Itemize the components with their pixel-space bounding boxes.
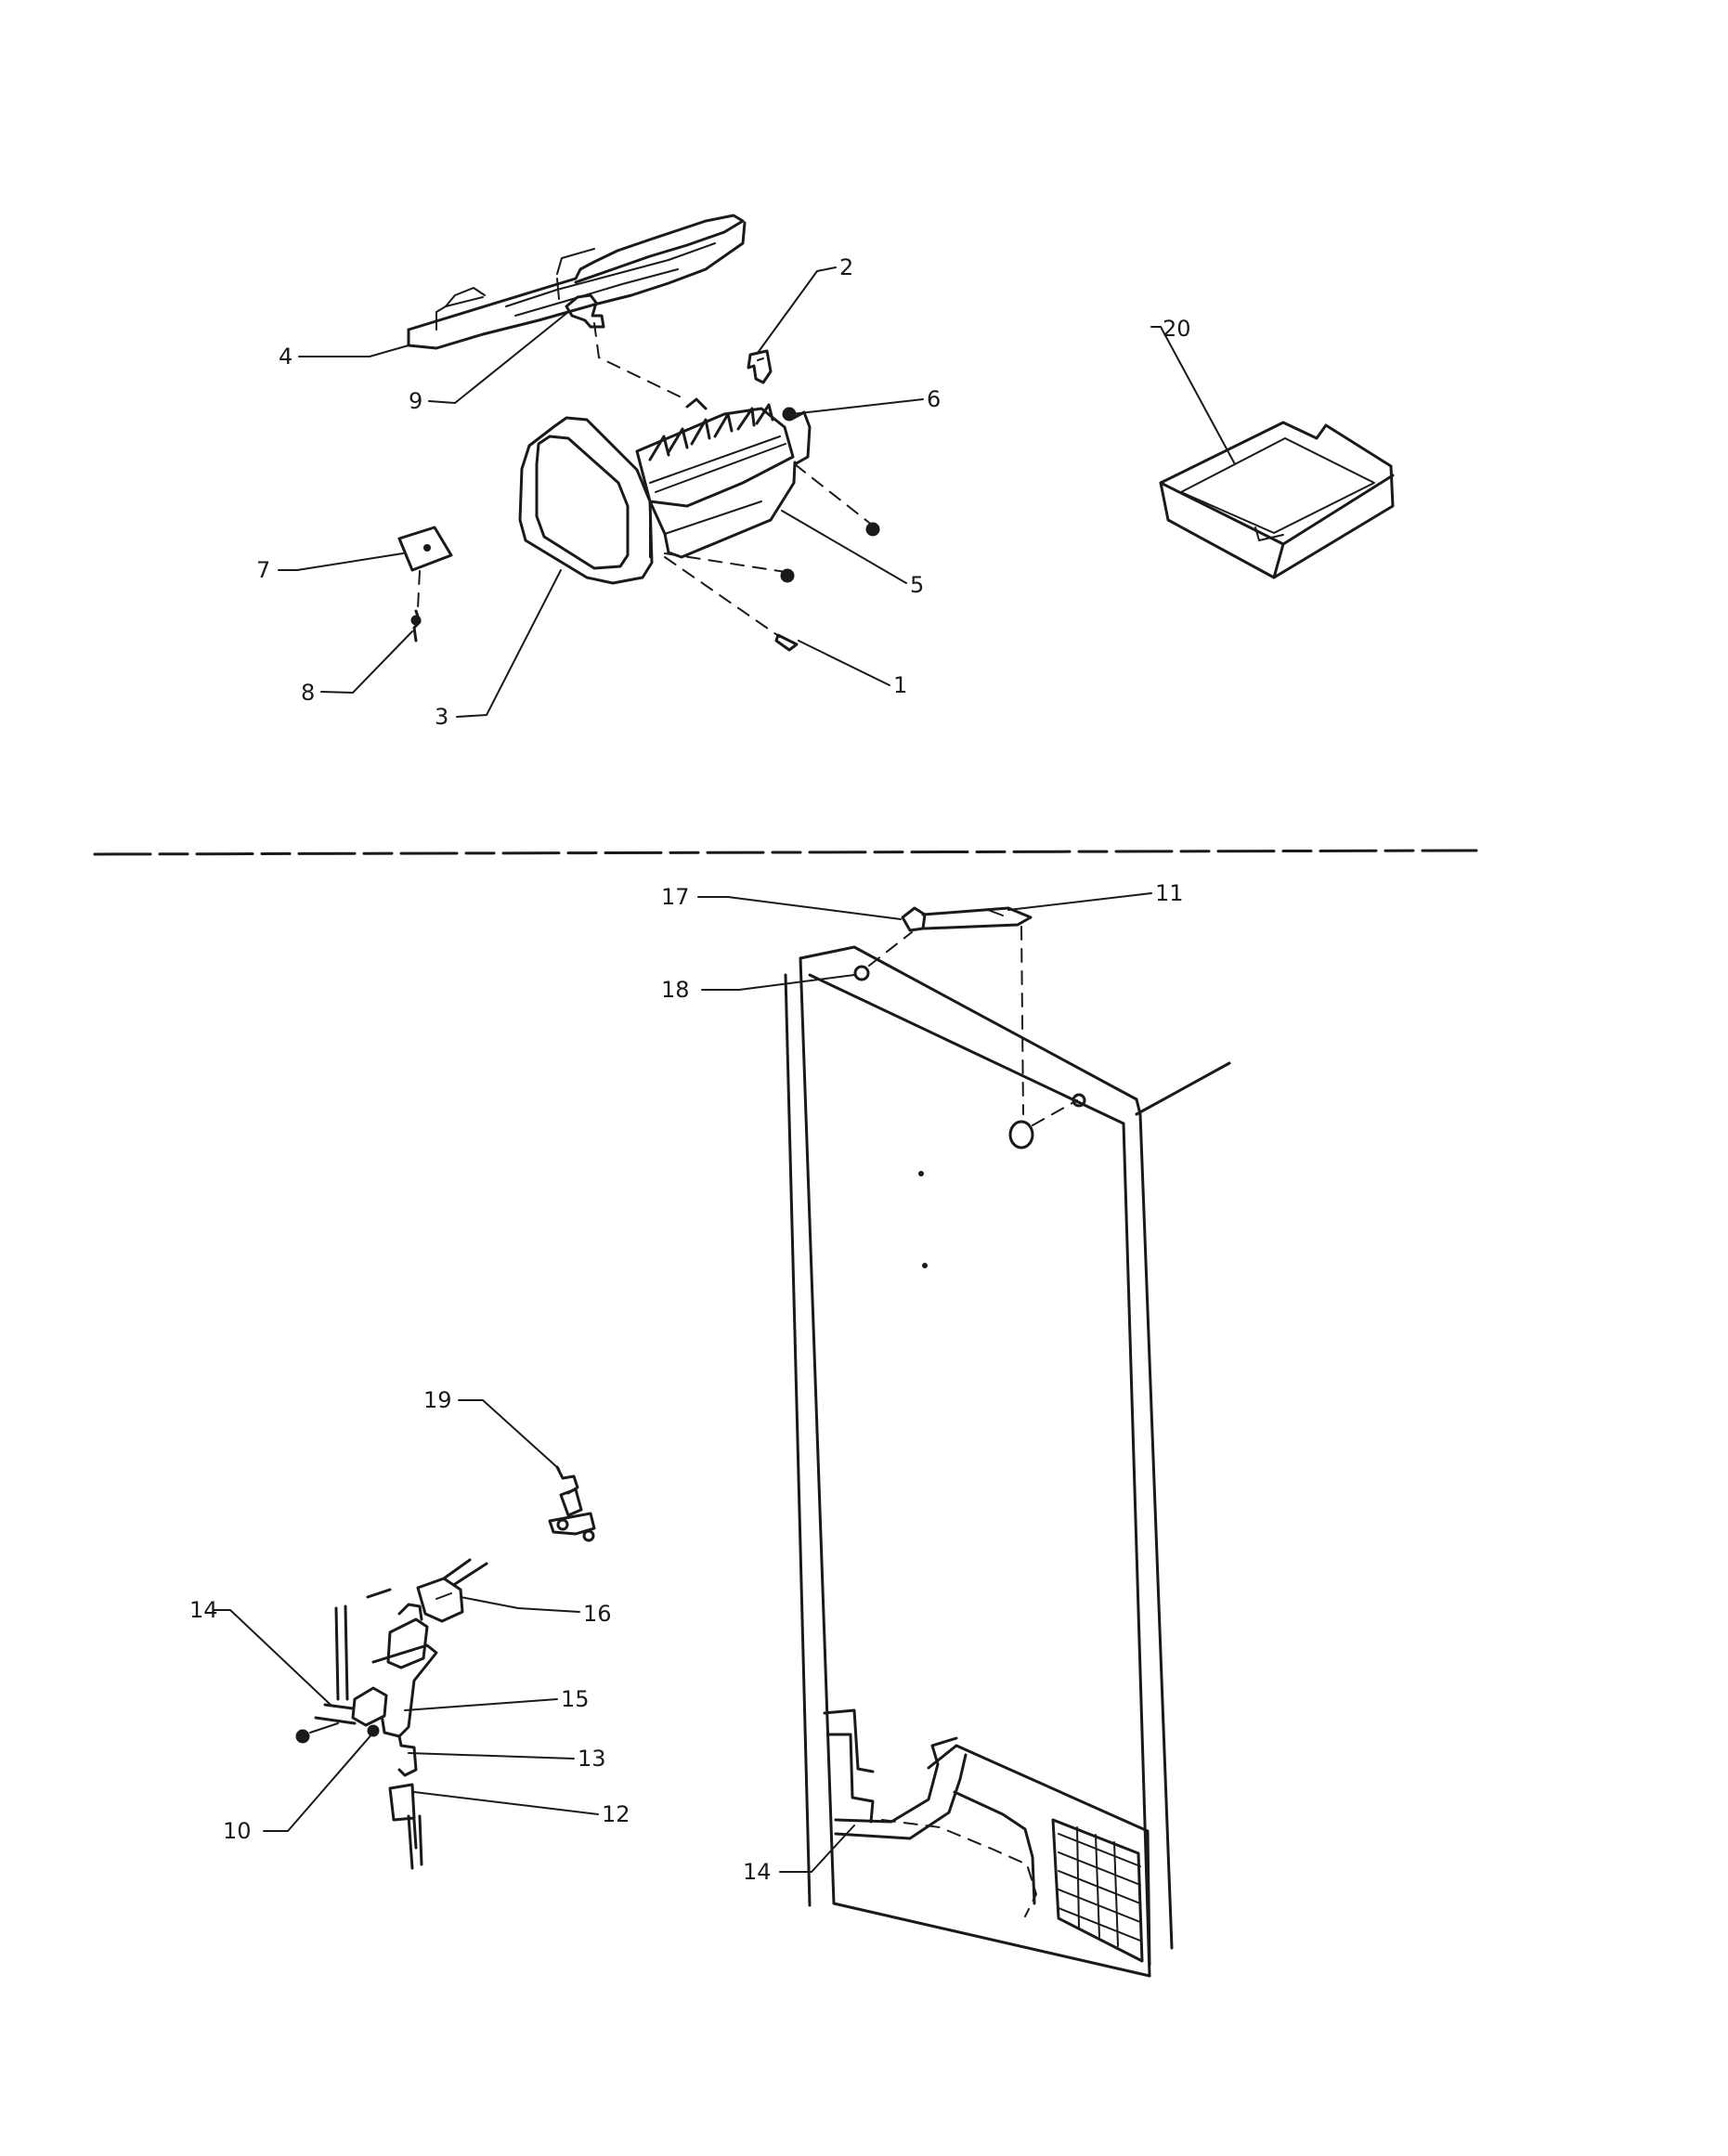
valve-bracket-part-19	[548, 1465, 596, 1542]
callout-5: 5	[910, 572, 924, 598]
callout-labels: 1 2 3 4 5 6 7 8 9 10 11 12 13 14 14 15 1…	[189, 254, 1191, 1885]
leader-lines	[213, 266, 1236, 1873]
callout-17: 17	[661, 884, 690, 910]
fill-tube-assembly	[853, 906, 1078, 1126]
callout-6: 6	[927, 386, 941, 412]
callout-14-panel: 14	[743, 1859, 772, 1885]
panel-lower-assembly	[823, 1708, 1151, 1967]
callout-18: 18	[661, 977, 690, 1003]
callout-15: 15	[561, 1686, 590, 1712]
ice-bin-part-20	[1159, 421, 1395, 579]
section-divider	[93, 849, 1478, 856]
callout-10: 10	[223, 1818, 252, 1844]
screws-ice-maker	[774, 522, 880, 652]
callout-11: 11	[1155, 880, 1184, 906]
ice-maker-body	[518, 397, 812, 585]
clip-part-2	[747, 349, 773, 384]
screw-part-8	[410, 609, 422, 643]
callout-2: 2	[839, 254, 853, 280]
callout-13: 13	[578, 1746, 606, 1772]
callout-7: 7	[256, 557, 270, 583]
callout-1: 1	[893, 672, 907, 698]
callout-16: 16	[583, 1601, 612, 1627]
callout-14: 14	[189, 1597, 218, 1623]
assembly-lines-top	[417, 322, 874, 638]
callout-9: 9	[409, 388, 422, 414]
clip-part-9	[556, 278, 605, 329]
cabinet-panel	[784, 945, 1231, 1978]
callout-8: 8	[301, 680, 315, 706]
connector-part-16	[416, 1558, 488, 1623]
callout-20: 20	[1163, 316, 1191, 342]
callout-12: 12	[602, 1801, 630, 1827]
callout-19: 19	[423, 1387, 452, 1413]
callout-4: 4	[279, 344, 292, 370]
callout-3: 3	[435, 704, 448, 730]
water-valve-assembly	[295, 1588, 438, 1870]
ice-maker-bracket-part	[407, 214, 747, 350]
mounting-plate-part-7	[397, 526, 453, 572]
